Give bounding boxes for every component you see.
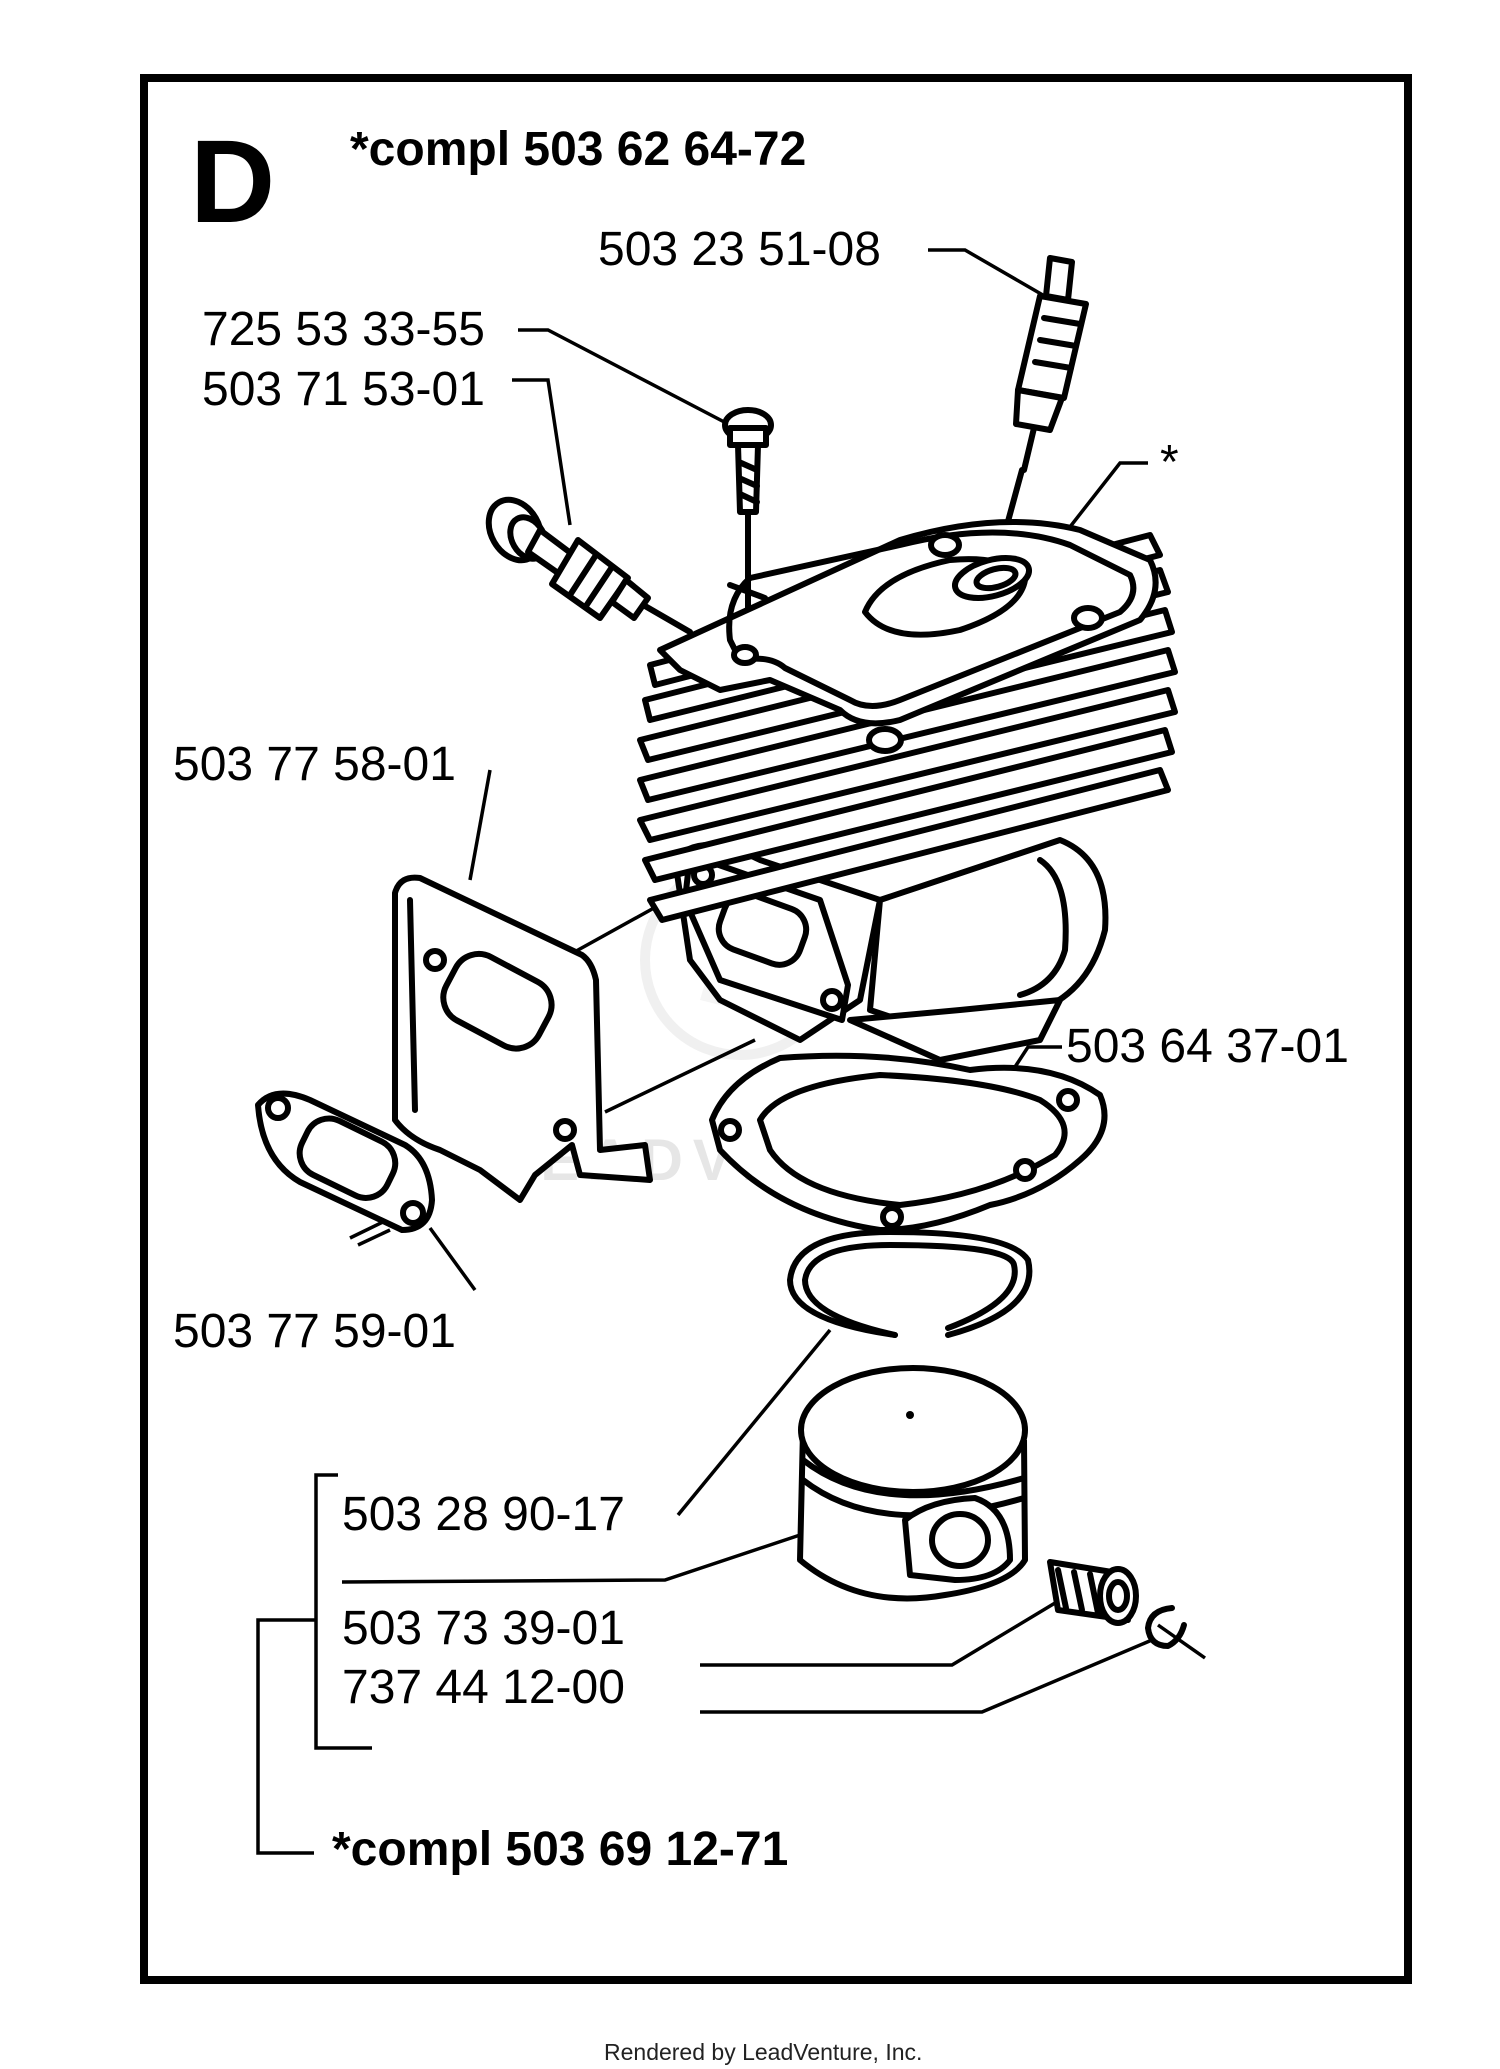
cylinder-base-gasket [709,1052,1108,1233]
spark-plug [989,255,1089,583]
cylinder [637,519,1178,1063]
label-muffler-gasket-plate: 503 77 58-01 [173,738,456,791]
label-screw: 725 53 33-55 [202,303,485,356]
label-exhaust-gasket: 503 77 59-01 [173,1305,456,1358]
needle-bearing [1047,1559,1139,1626]
kit-bracket [256,1618,316,1855]
piston [797,1365,1028,1602]
piston-ring [787,1229,1033,1338]
decompression-valve [485,496,693,635]
label-spark-plug: 503 23 51-08 [598,223,881,276]
label-base-gasket: 503 64 37-01 [1066,1020,1349,1073]
label-piston-ring: 503 28 90-17 [342,1488,625,1541]
label-cylinder-marker: * [1160,436,1179,489]
label-circlip: 737 44 12-00 [342,1661,625,1714]
piston-group-bracket [314,1473,372,1750]
muffler-gasket-plate [392,874,653,1203]
piston-kit-label: *compl 503 69 12-71 [332,1823,788,1876]
rendered-by-credit: Rendered by LeadVenture, Inc. [604,2039,922,2065]
label-decompression-valve: 503 71 53-01 [202,363,485,416]
label-needle-bearing: 503 73 39-01 [342,1602,625,1655]
section-letter: D [190,116,275,248]
cylinder-kit-label: *compl 503 62 64-72 [350,123,806,176]
exhaust-gasket [255,1090,435,1233]
circlip [1145,1605,1187,1649]
diagram-frame [140,74,1412,1984]
